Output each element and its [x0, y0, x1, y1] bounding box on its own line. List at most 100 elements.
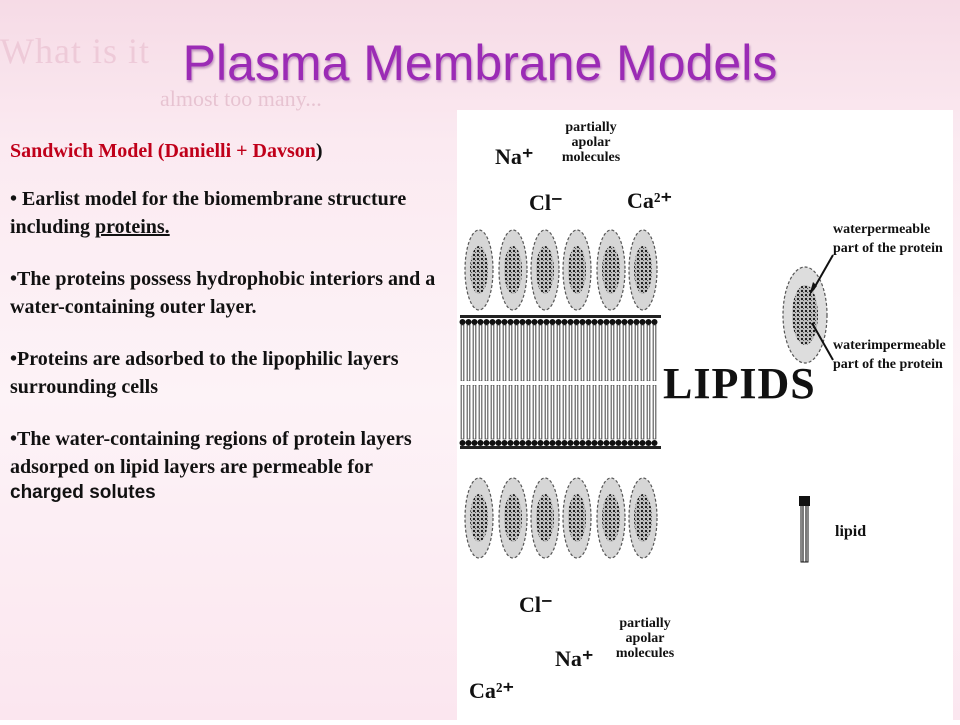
lipid-tail-upper-4	[478, 324, 483, 382]
lipid-tail-lower-16	[550, 384, 555, 440]
lipid-tail-upper-24	[598, 324, 603, 382]
lipid-tail-upper-14	[538, 324, 543, 382]
legend-waterimpermeable-line2: part of the protein	[833, 357, 943, 372]
lipid-head-bottom-20	[573, 440, 580, 446]
lipid-head-bottom-31	[639, 440, 646, 446]
lipid-head-bottom-29	[627, 440, 634, 446]
bullet-adsorbed: •Proteins are adsorbed to the lipophilic…	[10, 348, 399, 398]
lipid-tail-lower-33	[652, 384, 657, 440]
lipid-tail-upper-33	[652, 324, 657, 382]
model-heading-close: )	[315, 140, 323, 162]
lipid-head-top-9	[507, 319, 514, 325]
lipid-tail-lower-22	[586, 384, 591, 440]
lipid-tail-lower-5	[484, 384, 489, 440]
lipid-head-bottom-22	[585, 440, 592, 446]
lipid-head-bottom-8	[501, 440, 508, 446]
lipid-tail-lower-11	[520, 384, 525, 440]
bottom-protein-core-1	[470, 494, 488, 542]
lipid-head-top-16	[549, 319, 556, 325]
top-protein-core-1	[470, 246, 488, 294]
lipid-tail-lower-2	[466, 384, 471, 440]
lipid-tail-lower-25	[604, 384, 609, 440]
lipid-head-bottom-27	[615, 440, 622, 446]
lipid-head-bottom-25	[603, 440, 610, 446]
lipid-head-top-24	[597, 319, 604, 325]
lipid-head-bottom-21	[579, 440, 586, 446]
lipid-head-bottom-30	[633, 440, 640, 446]
lipid-tail-upper-8	[502, 324, 507, 382]
lipid-tail-lower-32	[646, 384, 651, 440]
lipid-head-bottom-4	[477, 440, 484, 446]
lipid-head-top-20	[573, 319, 580, 325]
legend-lipid-head	[799, 496, 810, 506]
bullet-permeable-tail: charged solutes	[10, 482, 156, 503]
lipid-head-bottom-28	[621, 440, 628, 446]
lipid-tail-lower-8	[502, 384, 507, 440]
membrane-diagram-panel: Na⁺ Cl⁻ Ca²⁺ partially apolar molecules …	[457, 110, 953, 720]
lipid-head-top-5	[483, 319, 490, 325]
lipid-tail-lower-23	[592, 384, 597, 440]
apolar-bottom-line3: molecules	[615, 646, 675, 661]
top-protein-core-6	[634, 246, 652, 294]
lipid-head-top-3	[471, 319, 478, 325]
bottom-protein-core-4	[568, 494, 586, 542]
bottom-protein-core-5	[602, 494, 620, 542]
ion-na-bottom: Na⁺	[555, 646, 594, 671]
text-body: Sandwich Model (Danielli + Davson) • Ear…	[10, 140, 460, 505]
lipid-head-top-28	[621, 319, 628, 325]
lipid-tail-upper-30	[634, 324, 639, 382]
lipid-tail-upper-18	[562, 324, 567, 382]
lipid-tail-upper-1	[460, 324, 465, 382]
lipid-head-top-22	[585, 319, 592, 325]
lipid-tail-lower-18	[562, 384, 567, 440]
legend-arrowhead-permeable	[809, 282, 817, 296]
lipid-head-top-31	[639, 319, 646, 325]
lipid-head-bottom-17	[555, 440, 562, 446]
bullet-earliest-underlined: proteins.	[95, 216, 170, 238]
lipid-head-top-26	[609, 319, 616, 325]
lipid-tail-lower-24	[598, 384, 603, 440]
apolar-top-line1: partially	[565, 120, 617, 135]
lipid-head-top-4	[477, 319, 484, 325]
ion-cl-bottom: Cl⁻	[519, 592, 553, 617]
lipid-tail-upper-17	[556, 324, 561, 382]
lipids-label: LIPIDS	[663, 359, 816, 408]
lipid-head-top-14	[537, 319, 544, 325]
lipid-head-bottom-15	[543, 440, 550, 446]
bullet-permeable: •The water-containing regions of protein…	[10, 428, 412, 478]
apolar-top-line3: molecules	[561, 150, 621, 165]
lipid-head-bottom-12	[525, 440, 532, 446]
lipid-head-top-25	[603, 319, 610, 325]
lipid-tail-upper-2	[466, 324, 471, 382]
lipid-head-top-7	[495, 319, 502, 325]
top-protein-row	[464, 229, 658, 311]
lipid-tail-upper-28	[622, 324, 627, 382]
ion-cl-top: Cl⁻	[529, 190, 563, 215]
lipid-head-top-19	[567, 319, 574, 325]
lipid-tail-lower-7	[496, 384, 501, 440]
lipid-tail-lower-9	[508, 384, 513, 440]
lipid-tail-lower-14	[538, 384, 543, 440]
bullet-earliest-text: • Earlist model for the biomembrane stru…	[10, 188, 407, 238]
legend-waterpermeable-line1: waterpermeable	[833, 222, 931, 237]
ion-ca-top: Ca²⁺	[627, 188, 673, 213]
lipid-tail-lower-12	[526, 384, 531, 440]
lipid-tail-lower-15	[544, 384, 549, 440]
lipid-head-bottom-26	[609, 440, 616, 446]
lipid-head-top-32	[645, 319, 652, 325]
lipid-head-top-18	[561, 319, 568, 325]
bilayer-midline	[460, 381, 661, 385]
background-ghost-subtext: almost too many...	[160, 86, 322, 111]
legend-waterpermeable-line2: part of the protein	[833, 241, 943, 256]
lipid-tail-upper-23	[592, 324, 597, 382]
legend-protein-core	[792, 285, 818, 345]
lipid-tail-lower-1	[460, 384, 465, 440]
lipid-tail-lower-26	[610, 384, 615, 440]
lipid-tail-lower-27	[616, 384, 621, 440]
lipid-head-top-29	[627, 319, 634, 325]
lipid-tail-lower-19	[568, 384, 573, 440]
lipid-tail-upper-5	[484, 324, 489, 382]
model-heading: Sandwich Model (Danielli + Davson)	[10, 140, 460, 163]
lipid-head-bottom-3	[471, 440, 478, 446]
lipid-tail-lower-21	[580, 384, 585, 440]
